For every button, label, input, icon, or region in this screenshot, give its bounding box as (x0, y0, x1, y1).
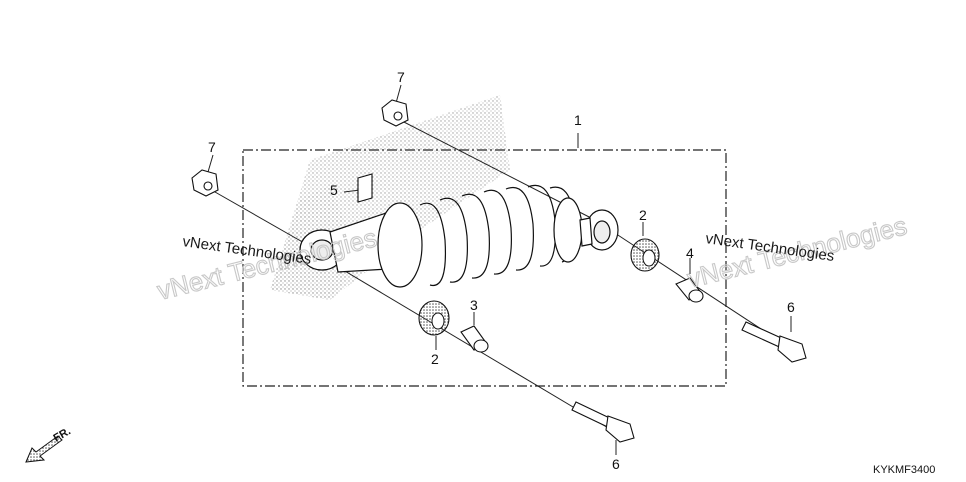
callout-3: 3 (470, 297, 478, 313)
collar-icon (460, 325, 489, 353)
callout-6-bottom: 6 (612, 456, 620, 472)
diagram-code: KYKMF3400 (873, 464, 935, 476)
rear-shock-absorber-icon (299, 184, 619, 288)
flange-bolt-icon (571, 401, 635, 443)
front-arrow-icon: FR. (25, 425, 73, 463)
flange-bolt-icon (741, 321, 807, 363)
callout-2-upper: 2 (639, 207, 647, 223)
watermark: vNext Technologies vNext Technologies vN… (154, 210, 911, 307)
rubber-bushing-icon (418, 300, 450, 336)
collar-icon (675, 277, 704, 303)
flange-nut-icon (381, 99, 409, 127)
rubber-bushing-icon (630, 238, 660, 272)
callout-7-left: 7 (208, 139, 216, 155)
callout-4: 4 (686, 245, 694, 261)
front-label: FR. (52, 425, 73, 444)
label-icon (357, 173, 373, 203)
callout-6-right: 6 (787, 299, 795, 315)
callout-1: 1 (574, 112, 582, 128)
callout-2-lower: 2 (431, 351, 439, 367)
callout-5: 5 (330, 182, 338, 198)
callout-7-top: 7 (397, 69, 405, 85)
flange-nut-icon (191, 169, 219, 197)
callout-numbers: 1 2 2 3 4 5 6 6 7 7 (208, 69, 795, 472)
